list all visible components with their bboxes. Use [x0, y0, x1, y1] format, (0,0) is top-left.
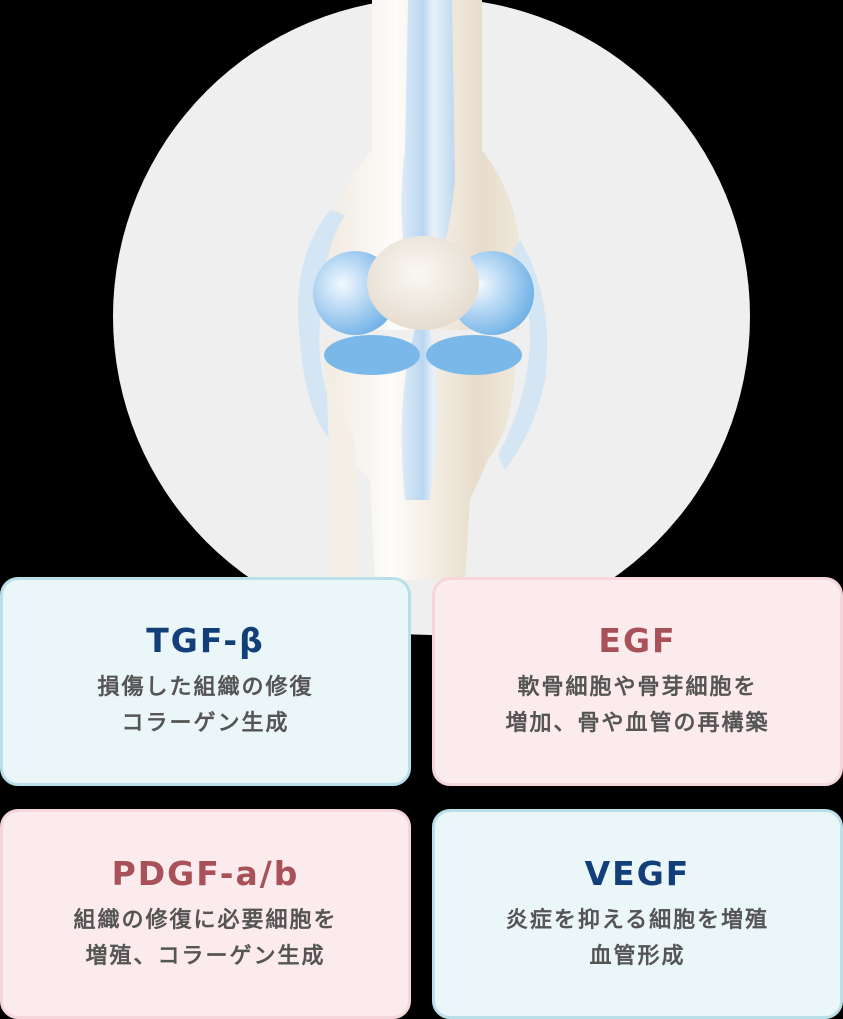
card-vegf: VEGF 炎症を抑える細胞を増殖 血管形成: [432, 809, 843, 1019]
card-line: 炎症を抑える細胞を増殖: [505, 907, 770, 933]
card-egf: EGF 軟骨細胞や骨芽細胞を 増加、骨や血管の再構築: [432, 577, 843, 786]
card-title: EGF: [598, 621, 677, 660]
card-line: コラーゲン生成: [121, 711, 290, 736]
card-line: 増加、骨や血管の再構築: [505, 711, 770, 736]
knee-joint-icon: [298, 0, 548, 580]
card-title: VEGF: [584, 853, 691, 893]
card-tgf-beta: TGF-β 損傷した組織の修復 コラーゲン生成: [0, 577, 411, 786]
card-line: 増殖、コラーゲン生成: [85, 943, 326, 969]
card-line: 組織の修復に必要細胞を: [73, 907, 338, 933]
card-line: 軟骨細胞や骨芽細胞を: [517, 675, 758, 700]
card-line: 損傷した組織の修復: [97, 675, 314, 700]
card-title: TGF-β: [146, 621, 265, 660]
card-title: PDGF-a/b: [111, 853, 300, 893]
card-pdgf: PDGF-a/b 組織の修復に必要細胞を 増殖、コラーゲン生成: [0, 809, 411, 1019]
card-line: 血管形成: [589, 943, 686, 969]
